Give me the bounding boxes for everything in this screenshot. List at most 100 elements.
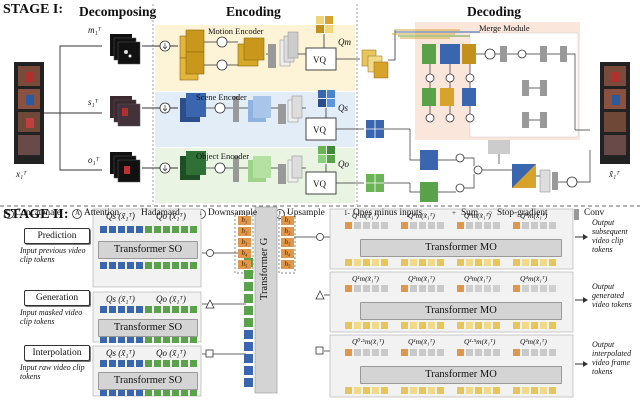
- token: [437, 222, 444, 229]
- token: [163, 336, 170, 343]
- token: [475, 349, 482, 356]
- token: [363, 259, 370, 266]
- legend-symbol: 1-: [344, 209, 350, 217]
- qm-label: Qm: [338, 37, 351, 47]
- token: [540, 259, 547, 266]
- quantized-object: [366, 174, 384, 192]
- prediction-task: Prediction: [24, 228, 90, 244]
- token: [181, 336, 188, 343]
- token: [513, 222, 520, 229]
- token: [100, 360, 107, 367]
- encoding-heading: Encoding: [226, 4, 281, 19]
- token: [428, 285, 435, 292]
- motion-stack: [110, 34, 141, 65]
- token: [145, 336, 152, 343]
- token: [381, 285, 388, 292]
- token: [381, 387, 388, 394]
- legend-symbol: ○: [488, 209, 493, 217]
- token: [354, 222, 361, 229]
- token: [531, 387, 538, 394]
- object-encoder-label: Object Encoder: [196, 151, 250, 161]
- object-blocks: [180, 151, 303, 184]
- transformer-g-bar: [254, 206, 278, 394]
- qs-caption-2: Qs (x̃₁ᵀ): [106, 294, 135, 304]
- legend-item: Ones minus inputs: [353, 208, 423, 218]
- m-var: m₁ᵀ: [88, 25, 102, 35]
- token: [428, 222, 435, 229]
- token: [381, 259, 388, 266]
- qs-caption-3: Qs (x̃₁ᵀ): [106, 348, 135, 358]
- token: [154, 389, 161, 396]
- token: [466, 387, 473, 394]
- token: [437, 285, 444, 292]
- token: [145, 262, 152, 269]
- scene-blocks: [180, 93, 303, 124]
- token: [410, 349, 417, 356]
- generation-task: Generation: [24, 290, 90, 306]
- object-stack: [110, 152, 141, 183]
- token: [401, 322, 408, 329]
- token: [372, 259, 379, 266]
- decoding-heading: Decoding: [467, 4, 521, 19]
- token: [549, 285, 556, 292]
- token: [145, 306, 152, 313]
- legend-symbol: C: [6, 209, 11, 217]
- token: [513, 322, 520, 329]
- token: [136, 360, 143, 367]
- token: [531, 285, 538, 292]
- token: [372, 387, 379, 394]
- token: [531, 349, 538, 356]
- token: [549, 349, 556, 356]
- decoder-lower: [420, 140, 578, 202]
- mo-label: Q⁰·⁵m(x̃₁ᵀ): [352, 337, 385, 346]
- token: [354, 387, 361, 394]
- token: [109, 336, 116, 343]
- token: [181, 226, 188, 233]
- qs-label: Qs: [338, 103, 349, 113]
- token: [372, 322, 379, 329]
- token: [136, 306, 143, 313]
- token: [118, 336, 125, 343]
- transformer-mo-1: Transformer MO: [360, 239, 562, 257]
- token: [484, 322, 491, 329]
- token: [136, 226, 143, 233]
- stage2-title: STAGE II:: [3, 207, 69, 222]
- token: [381, 322, 388, 329]
- token: [363, 322, 370, 329]
- token: [172, 336, 179, 343]
- token: [172, 360, 179, 367]
- token: [540, 349, 547, 356]
- token: [475, 322, 482, 329]
- output-filmstrip: [600, 62, 630, 164]
- token: [372, 222, 379, 229]
- token: [363, 387, 370, 394]
- token: [181, 360, 188, 367]
- token: [345, 259, 352, 266]
- token: [437, 259, 444, 266]
- token: [410, 322, 417, 329]
- token: [354, 322, 361, 329]
- input-var: x₁ᵀ: [16, 169, 27, 179]
- token: [163, 306, 170, 313]
- qo-caption-2: Qo (x̃₁ᵀ): [156, 294, 186, 304]
- qs-caption-1: Qs (x̃₁ᵀ): [106, 211, 135, 221]
- token: [118, 226, 125, 233]
- token: [154, 262, 161, 269]
- token: [100, 306, 107, 313]
- mo-label: Q¹m(x̃₁ᵀ): [352, 211, 379, 220]
- mo-label: Q¹m(x̃₁ᵀ): [352, 274, 379, 283]
- token: [363, 349, 370, 356]
- prediction-output: Output subsequent video clip tokens: [592, 218, 628, 254]
- merge-blocks: [422, 44, 567, 128]
- token: [513, 349, 520, 356]
- token: [163, 262, 170, 269]
- token: [118, 306, 125, 313]
- legend-symbol: ·: [132, 209, 135, 217]
- token: [428, 387, 435, 394]
- token: [513, 259, 520, 266]
- token: [549, 387, 556, 394]
- token: [154, 336, 161, 343]
- token: [522, 259, 529, 266]
- token: [493, 387, 500, 394]
- token: [522, 285, 529, 292]
